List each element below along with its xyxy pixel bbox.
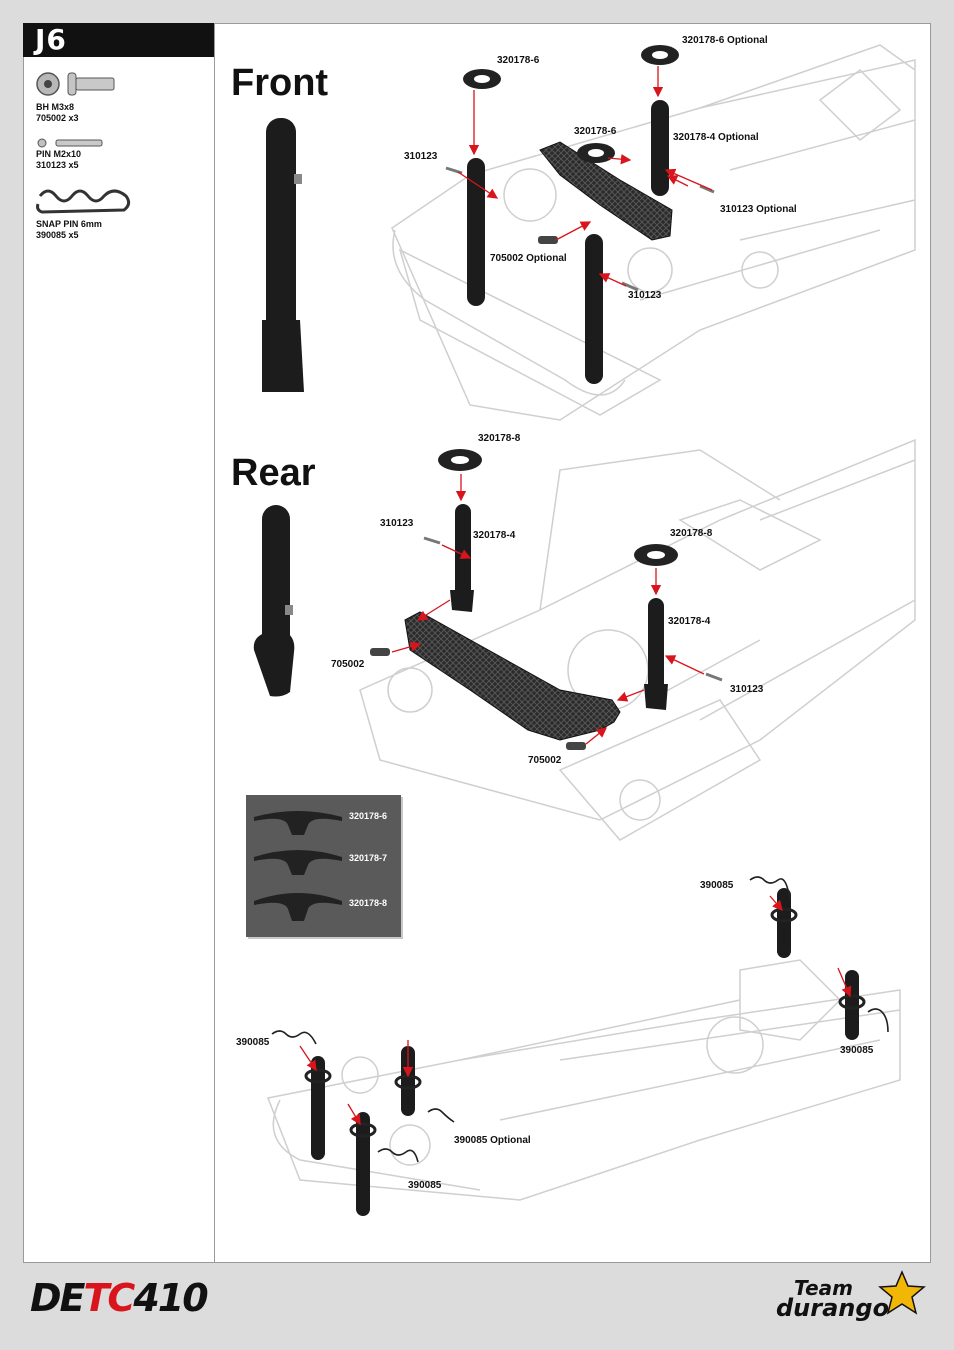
callout-front-7: 705002 Optional (490, 253, 567, 264)
rear-body-post-large (253, 505, 295, 697)
callout-rear-5: 320178-4 (668, 616, 711, 627)
model-logo-part-c: 410 (133, 1276, 208, 1320)
bag-item-snap-pin-qty: 390085 x5 (36, 230, 79, 240)
bag-item-pin-name: PIN M2x10 (36, 149, 82, 159)
step-header: J6 (23, 23, 214, 57)
front-screw (538, 236, 558, 244)
rear-bracket-carbon (404, 611, 621, 741)
rear-screws (370, 648, 586, 750)
callout-rear-6: 705002 (331, 659, 365, 670)
button-head-screw-icon (36, 72, 115, 96)
legend-label-2: 320178-7 (349, 853, 388, 863)
section-title-rear: Rear (231, 452, 316, 494)
bracket-variant-shapes (254, 811, 342, 921)
rear-post-right (644, 598, 668, 710)
callout-front-5: 310123 (404, 151, 438, 162)
callout-front-1: 320178-6 (497, 55, 540, 66)
callout-bottom-5: 390085 (408, 1180, 442, 1191)
brand-logo-team: Team (794, 1276, 853, 1300)
front-post-optional (651, 100, 669, 196)
star-icon (878, 1270, 926, 1315)
front-post-left (467, 158, 485, 306)
bottom-chassis-outline (266, 959, 901, 1201)
callout-front-6: 310123 Optional (720, 204, 797, 215)
legend-label-3: 320178-8 (349, 898, 388, 908)
front-body-post-large (262, 118, 304, 392)
model-logo-part-b: TC (83, 1276, 136, 1320)
rear-arrows (391, 474, 705, 745)
bottom-washers (304, 907, 866, 1138)
callout-rear-1: 320178-8 (478, 433, 521, 444)
callout-front-4: 320178-4 Optional (673, 132, 759, 143)
callout-bottom-4: 390085 Optional (454, 1135, 531, 1146)
bag-item-screw-qty: 705002 x3 (36, 113, 79, 123)
model-logo-part-a: DE (30, 1276, 85, 1320)
section-title-front: Front (231, 62, 329, 104)
front-washer-1 (463, 69, 501, 89)
callout-bottom-3: 390085 (840, 1045, 874, 1056)
bag-item-screw-name: BH M3x8 (36, 102, 75, 112)
brand-logo-durango: durango (776, 1294, 890, 1322)
callout-front-3: 320178-6 (574, 126, 617, 137)
step-label: J6 (35, 23, 67, 56)
callout-rear-8: 705002 (528, 755, 562, 766)
legend-label-1: 320178-6 (349, 811, 388, 821)
snap-pin-icon (36, 189, 131, 214)
callout-rear-3: 320178-4 (473, 530, 516, 541)
rear-washer-1 (438, 449, 482, 471)
bracket-variants-legend: 320178-6 320178-7 320178-8 (246, 795, 401, 937)
rear-pins (423, 536, 723, 682)
brand-logo: Team durango (776, 1276, 890, 1322)
callout-rear-7: 310123 (730, 684, 764, 695)
callout-rear-2: 310123 (380, 518, 414, 529)
callout-front-8: 310123 (628, 290, 662, 301)
callout-front-2: 320178-6 Optional (682, 35, 768, 46)
front-post-right (585, 234, 603, 384)
callout-bottom-2: 390085 (236, 1037, 270, 1048)
rear-washer-2 (634, 544, 678, 566)
front-arrows (457, 66, 713, 287)
bag-item-snap-pin-name: SNAP PIN 6mm (36, 219, 102, 229)
front-washer-2 (641, 45, 679, 65)
callout-rear-4: 320178-8 (670, 528, 713, 539)
column-divider (214, 23, 215, 1263)
model-logo: DETC410 (30, 1276, 209, 1320)
bag-item-pin-qty: 310123 x5 (36, 160, 79, 170)
pin-icon (37, 138, 103, 148)
front-washer-3 (577, 143, 615, 163)
bottom-snap-pins (271, 876, 889, 1163)
bottom-arrows (299, 895, 852, 1126)
callout-bottom-1: 390085 (700, 880, 734, 891)
